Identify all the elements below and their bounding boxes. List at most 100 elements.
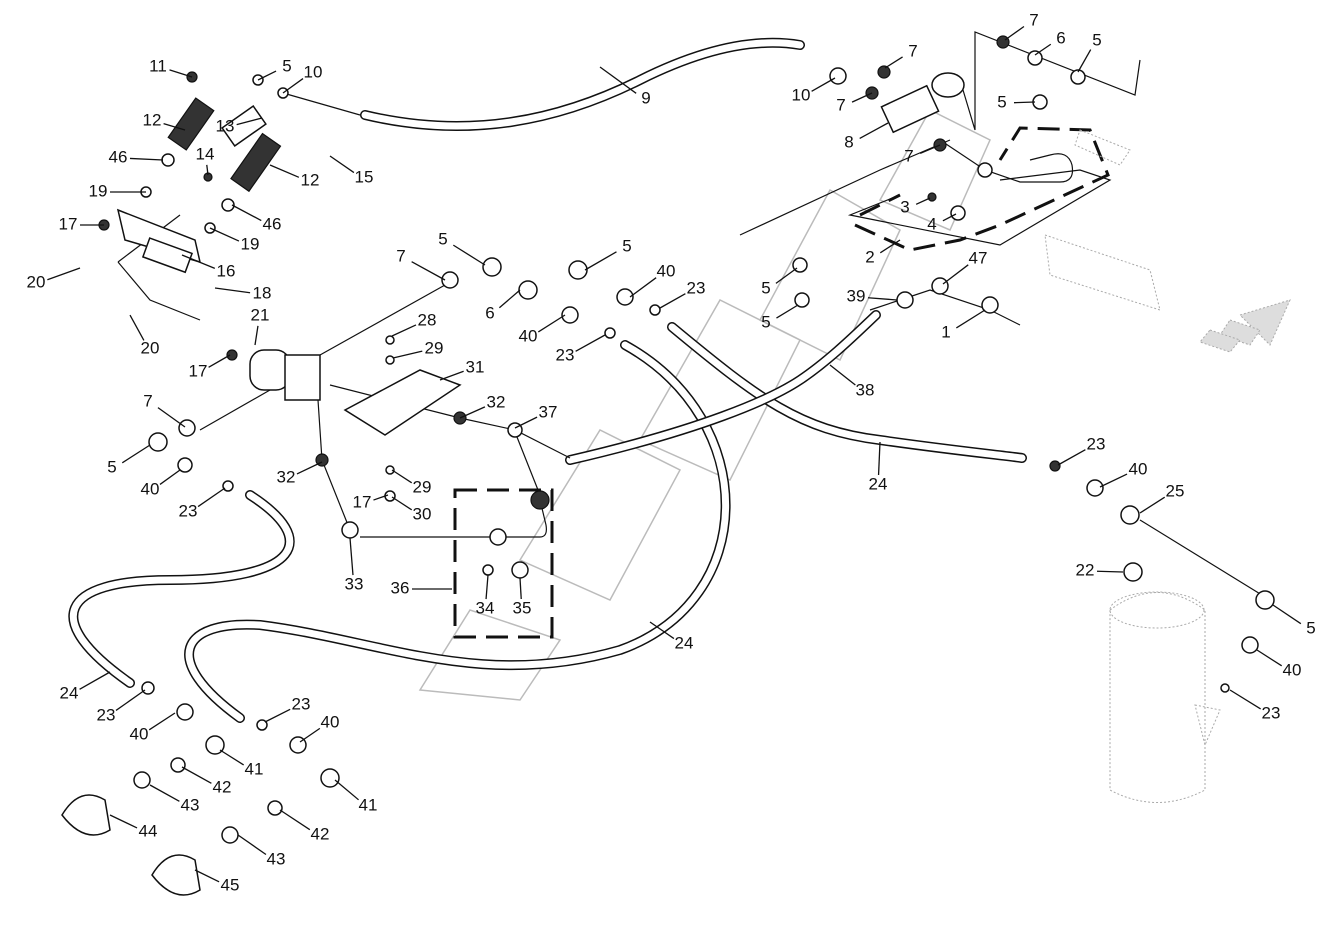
leader-line <box>169 69 193 78</box>
leader-line <box>296 461 323 475</box>
leader-line <box>129 314 145 341</box>
leader-line <box>194 869 220 883</box>
callout-5: 5 <box>1092 30 1101 49</box>
callout-4: 4 <box>927 214 936 233</box>
callout-23: 23 <box>1262 703 1281 722</box>
leader-line <box>214 287 251 294</box>
leader-line <box>181 766 212 784</box>
leader-line <box>299 727 321 743</box>
callout-12: 12 <box>301 170 320 189</box>
callout-45: 45 <box>221 875 240 894</box>
callout-33: 33 <box>345 574 364 593</box>
callout-18: 18 <box>253 283 272 302</box>
callout-42: 42 <box>311 824 330 843</box>
callout-24: 24 <box>60 683 79 702</box>
leader-line <box>181 254 216 269</box>
callout-7: 7 <box>396 246 405 265</box>
callout-6: 6 <box>1056 28 1065 47</box>
leader-line <box>121 444 151 464</box>
leader-line <box>1034 43 1052 56</box>
callout-9: 9 <box>641 88 650 107</box>
callout-5: 5 <box>1306 618 1315 637</box>
leader-line <box>219 749 245 766</box>
leader-line <box>942 264 969 285</box>
leader-line <box>879 239 901 254</box>
leader-line <box>208 354 231 368</box>
leader-line <box>439 370 464 381</box>
callout-13: 13 <box>216 116 235 135</box>
fittings <box>61 35 1275 896</box>
leader-line <box>851 92 873 103</box>
leader-line <box>334 779 359 801</box>
callout-23: 23 <box>292 694 311 713</box>
valve-8 <box>880 84 940 134</box>
leader-line <box>884 56 903 69</box>
callout-46: 46 <box>263 214 282 233</box>
leader-line <box>109 814 138 829</box>
leader-line <box>859 122 889 140</box>
callout-40: 40 <box>321 712 340 731</box>
leader-line <box>1229 689 1261 710</box>
leader-line <box>206 164 209 176</box>
callout-2: 2 <box>865 247 874 266</box>
callout-37: 37 <box>539 402 558 421</box>
leader-line <box>485 574 489 600</box>
leader-line <box>584 251 617 271</box>
callout-12: 12 <box>143 110 162 129</box>
leader-line <box>159 469 181 485</box>
callout-17: 17 <box>59 214 78 233</box>
callout-23: 23 <box>1087 434 1106 453</box>
leader-line <box>349 537 354 576</box>
spring-12-upper <box>167 97 215 151</box>
leader-line <box>236 117 263 126</box>
leader-line <box>254 325 259 346</box>
leader-line <box>1004 25 1025 41</box>
leader-line <box>149 784 180 802</box>
callout-40: 40 <box>141 479 160 498</box>
leader-line <box>1057 449 1086 466</box>
callout-10: 10 <box>792 85 811 104</box>
callout-31: 31 <box>466 357 485 376</box>
callout-42: 42 <box>213 777 232 796</box>
leader-line <box>459 406 486 419</box>
leader-line <box>115 689 146 711</box>
callout-7: 7 <box>143 391 152 410</box>
leader-line <box>775 267 798 284</box>
callout-16: 16 <box>217 261 236 280</box>
leader-line <box>392 350 423 359</box>
callout-47: 47 <box>969 248 988 267</box>
leader-line <box>257 70 277 81</box>
components <box>61 35 1291 896</box>
leader-line <box>649 621 675 640</box>
leader-line <box>1099 473 1128 488</box>
callout-23: 23 <box>556 345 575 364</box>
ghost-cylinder <box>1044 234 1161 311</box>
leader-line <box>391 324 417 337</box>
leader-line <box>157 407 186 428</box>
leader-line <box>1013 101 1036 104</box>
callout-8: 8 <box>844 132 853 151</box>
callout-24: 24 <box>869 474 888 493</box>
callout-20: 20 <box>27 272 46 291</box>
leader-line <box>1272 604 1302 625</box>
callout-24: 24 <box>675 633 694 652</box>
callout-46: 46 <box>109 147 128 166</box>
callout-15: 15 <box>355 167 374 186</box>
callout-32: 32 <box>277 467 296 486</box>
callout-7: 7 <box>908 41 917 60</box>
bracket-16b <box>141 237 193 274</box>
leader-line <box>411 261 446 281</box>
callout-40: 40 <box>1283 660 1302 679</box>
callout-32: 32 <box>487 392 506 411</box>
callout-35: 35 <box>513 598 532 617</box>
callout-22: 22 <box>1076 560 1095 579</box>
callout-20: 20 <box>141 338 160 357</box>
callout-40: 40 <box>130 724 149 743</box>
callout-11: 11 <box>149 56 167 75</box>
valve-21 <box>249 349 291 391</box>
callout-23: 23 <box>687 278 706 297</box>
leader-line <box>269 164 300 178</box>
diaphragm-8 <box>931 72 965 98</box>
leader-line <box>537 314 566 333</box>
